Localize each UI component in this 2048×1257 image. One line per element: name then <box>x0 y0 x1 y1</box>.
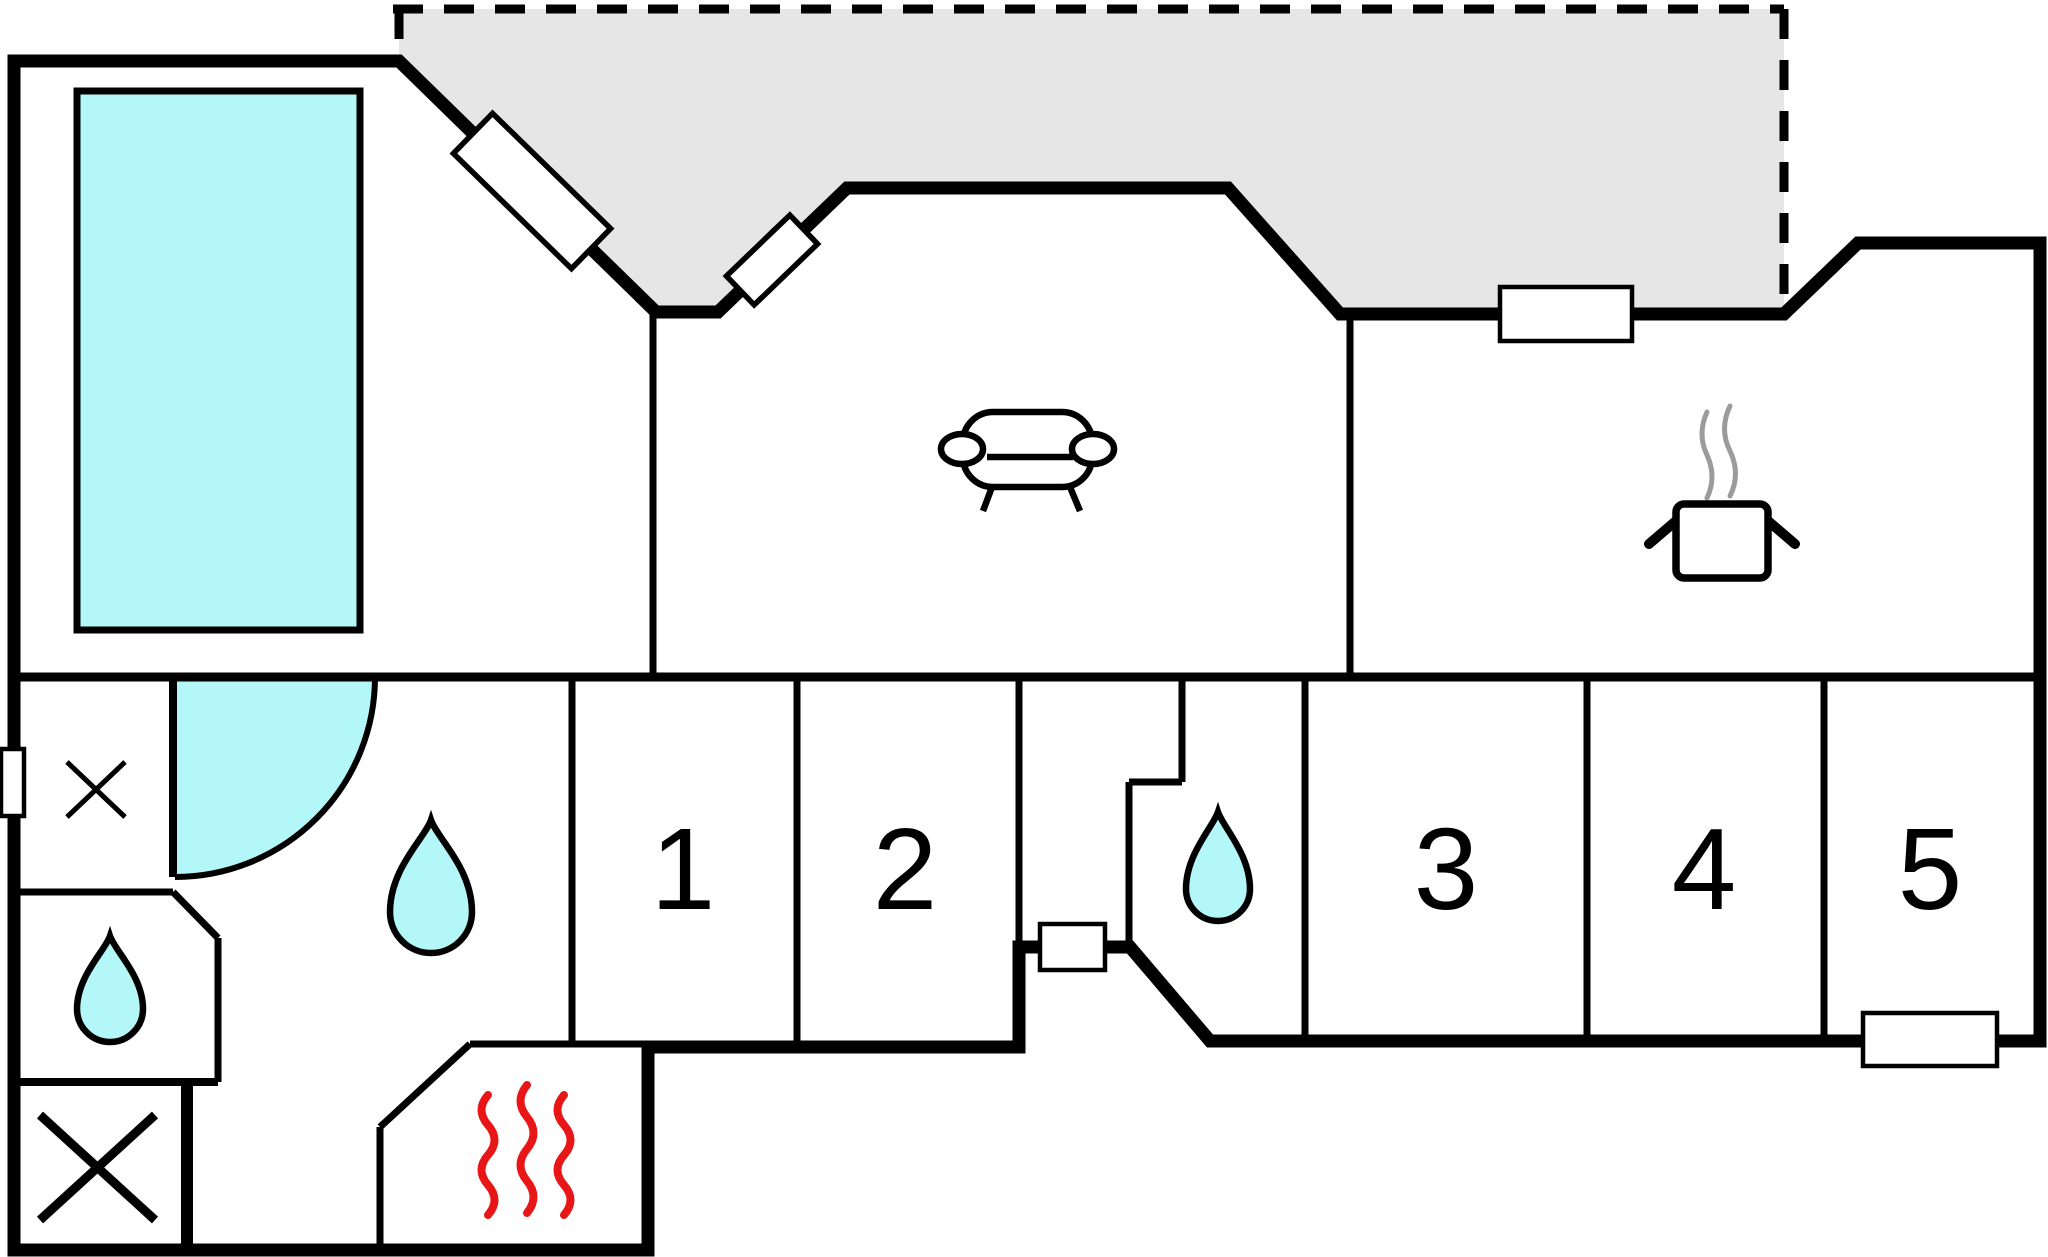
window-icon <box>0 746 27 819</box>
water-drop-icon <box>73 925 147 1046</box>
outer-walls <box>7 54 2047 1257</box>
water-drop-icon <box>1182 801 1254 925</box>
door-swing-fill <box>175 677 375 877</box>
interior-walls <box>14 312 2040 1250</box>
water-drop-icons <box>73 801 1254 1046</box>
terrace-dashed-border <box>393 4 1789 310</box>
door-swing-icon <box>169 676 378 880</box>
sauna-heat-icon <box>477 1081 575 1219</box>
swimming-pool <box>73 87 364 634</box>
bedroom-1-label: 1 <box>651 804 716 934</box>
window-icon <box>1497 284 1635 344</box>
x-mark-icon <box>36 1111 159 1224</box>
window-icon <box>1860 1010 2000 1069</box>
sofa-icon <box>937 408 1118 513</box>
water-drop-icon <box>386 809 476 957</box>
bedroom-labels: 1 2 3 4 5 <box>651 804 1963 934</box>
door-icon <box>449 109 615 273</box>
terrace-fill <box>399 9 1784 314</box>
window-icon <box>1037 921 1108 973</box>
cooking-pot-icon <box>1644 403 1800 582</box>
x-mark-icon <box>65 760 127 819</box>
bedroom-2-label: 2 <box>873 804 938 934</box>
x-mark-icons <box>36 760 159 1224</box>
door-icons <box>449 109 822 309</box>
door-icon <box>722 211 822 309</box>
bedroom-4-label: 4 <box>1672 804 1737 934</box>
bedroom-3-label: 3 <box>1414 804 1479 934</box>
bedroom-5-label: 5 <box>1898 804 1963 934</box>
steam-icon <box>1699 403 1738 501</box>
terrace-area <box>393 4 1789 314</box>
window-icons <box>0 284 2000 1069</box>
